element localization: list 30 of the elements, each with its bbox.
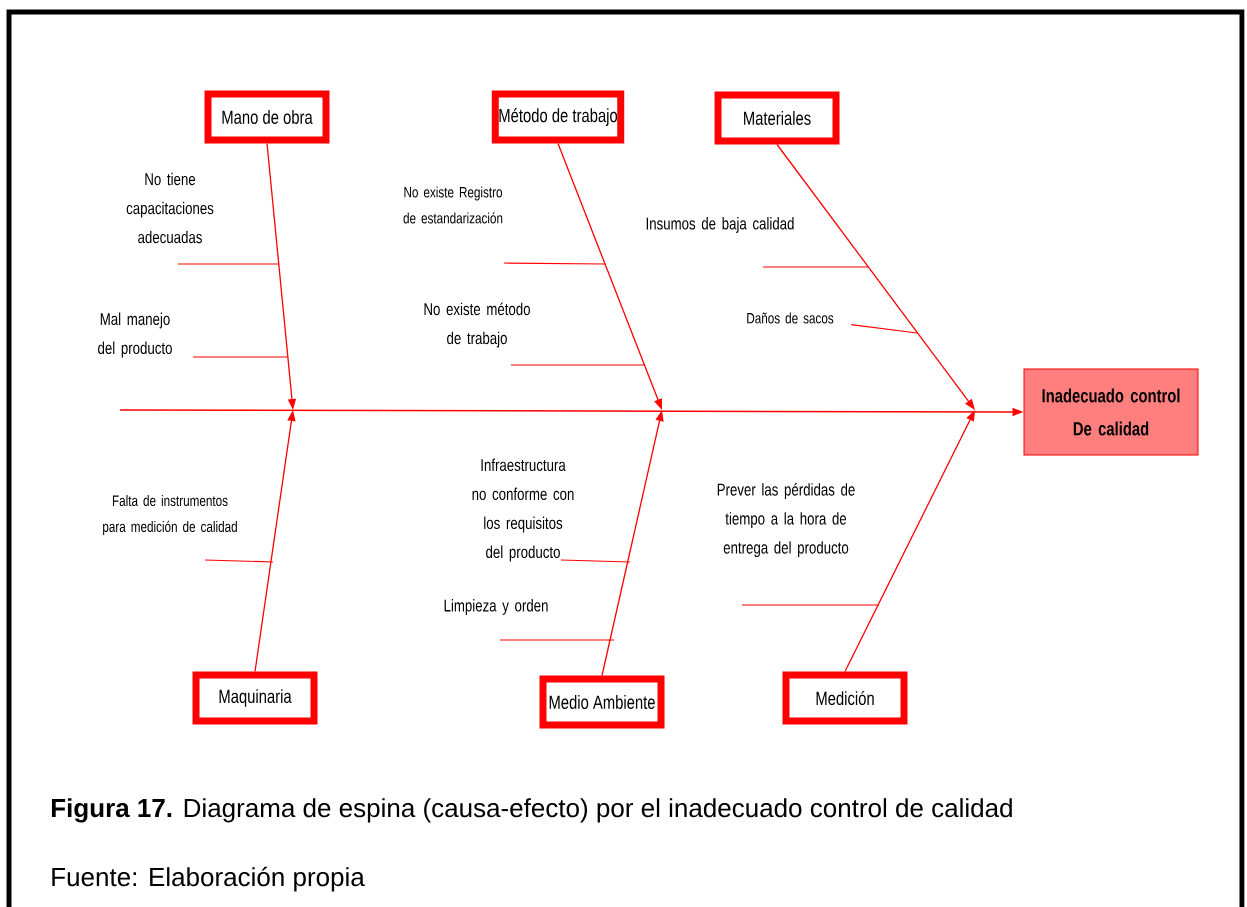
leader-line — [503, 262, 606, 265]
leader-line — [850, 324, 918, 334]
category-box: Maquinaria — [192, 671, 318, 725]
leader-line — [204, 559, 274, 563]
leader-line — [762, 266, 869, 268]
cause-text: Infraestructura no conforme con los requisitos del producto — [472, 458, 574, 562]
cause-text: Insumos de baja calidad — [646, 217, 794, 233]
leader-line — [510, 364, 646, 366]
category-box: Medición — [782, 671, 908, 725]
cause-text: No tiene capacitaciones adecuadas — [126, 172, 214, 244]
leader-line — [560, 559, 631, 563]
cause-text: No existe método de trabajo — [424, 302, 530, 348]
category-box: Método de trabajo — [491, 90, 625, 144]
leader-line — [177, 263, 280, 265]
leader-line — [499, 639, 615, 641]
category-box: Medio Ambiente — [539, 675, 665, 729]
effect-box: Inadecuado control De calidad — [1023, 368, 1199, 456]
cause-text: Limpieza y orden — [444, 599, 548, 615]
leader-line — [192, 356, 288, 358]
category-box: Mano de obra — [204, 90, 330, 144]
cause-text: Prever las pérdidas de tiempo a la hora de entrega del producto — [717, 483, 855, 557]
cause-text: Daños de sacos — [747, 312, 834, 324]
cause-text: Falta de instrumentos para medición de calidad — [103, 495, 237, 535]
cause-text: No existe Registro de estandarización — [403, 186, 503, 224]
leader-line — [741, 604, 880, 606]
caption: Figura 17. Diagrama de espina (causa-efecto) por el inadecuado control de calidad — [51, 798, 1012, 823]
source-note: Fuente: Elaboración propia — [52, 866, 365, 892]
bone-arrow — [776, 143, 975, 410]
cause-text: Mal manejo del producto — [98, 312, 172, 358]
category-box: Materiales — [714, 91, 840, 145]
